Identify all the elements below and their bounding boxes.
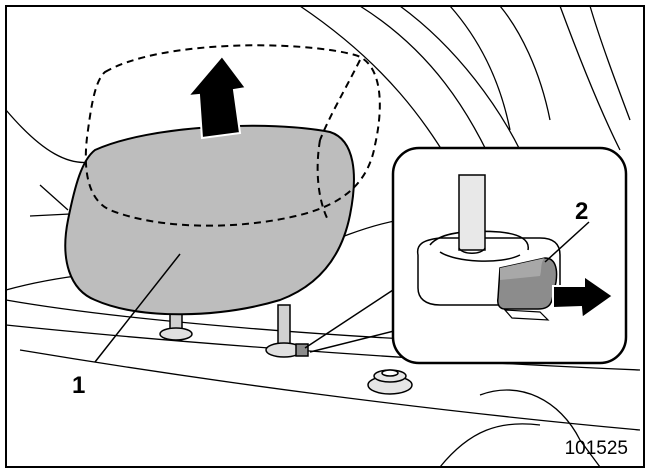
figure-number: 101525 [565, 438, 628, 459]
callout-2-label: 2 [575, 198, 588, 225]
callout-1-label: 1 [72, 372, 85, 399]
seat-anchor-ring [368, 370, 412, 394]
release-button-detail-inset [393, 148, 626, 363]
